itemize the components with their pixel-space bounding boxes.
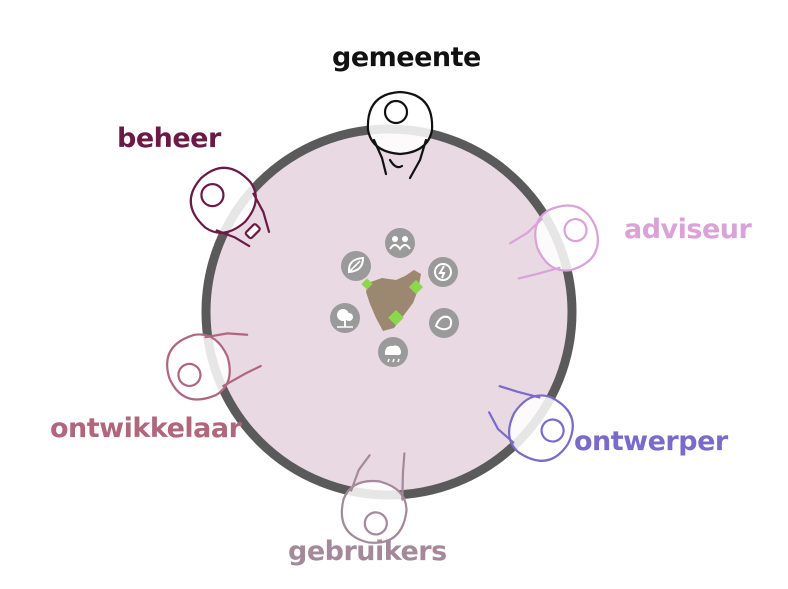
leaf-icon	[341, 251, 371, 281]
person-gemeente	[366, 90, 434, 180]
group-icon	[385, 228, 415, 258]
label-ontwerper: ontwerper	[574, 426, 728, 457]
label-ontwikkelaar: ontwikkelaar	[50, 413, 242, 444]
label-adviseur: adviseur	[624, 214, 752, 245]
water-icon	[429, 308, 459, 338]
person-adviseur	[509, 204, 599, 280]
person-beheer	[189, 166, 271, 248]
site-area	[366, 270, 421, 331]
person-ontwikkelaar	[166, 332, 262, 401]
energy-icon	[428, 257, 458, 287]
label-beheer: beheer	[117, 123, 221, 154]
tree-icon	[330, 303, 360, 333]
label-gebruikers: gebruikers	[288, 536, 447, 567]
person-gebruikers	[340, 452, 408, 544]
weather-icon	[378, 337, 408, 367]
person-ontwerper	[488, 385, 574, 462]
site-markers	[361, 278, 424, 326]
center-cluster	[330, 228, 459, 367]
label-gemeente: gemeente	[332, 42, 481, 73]
